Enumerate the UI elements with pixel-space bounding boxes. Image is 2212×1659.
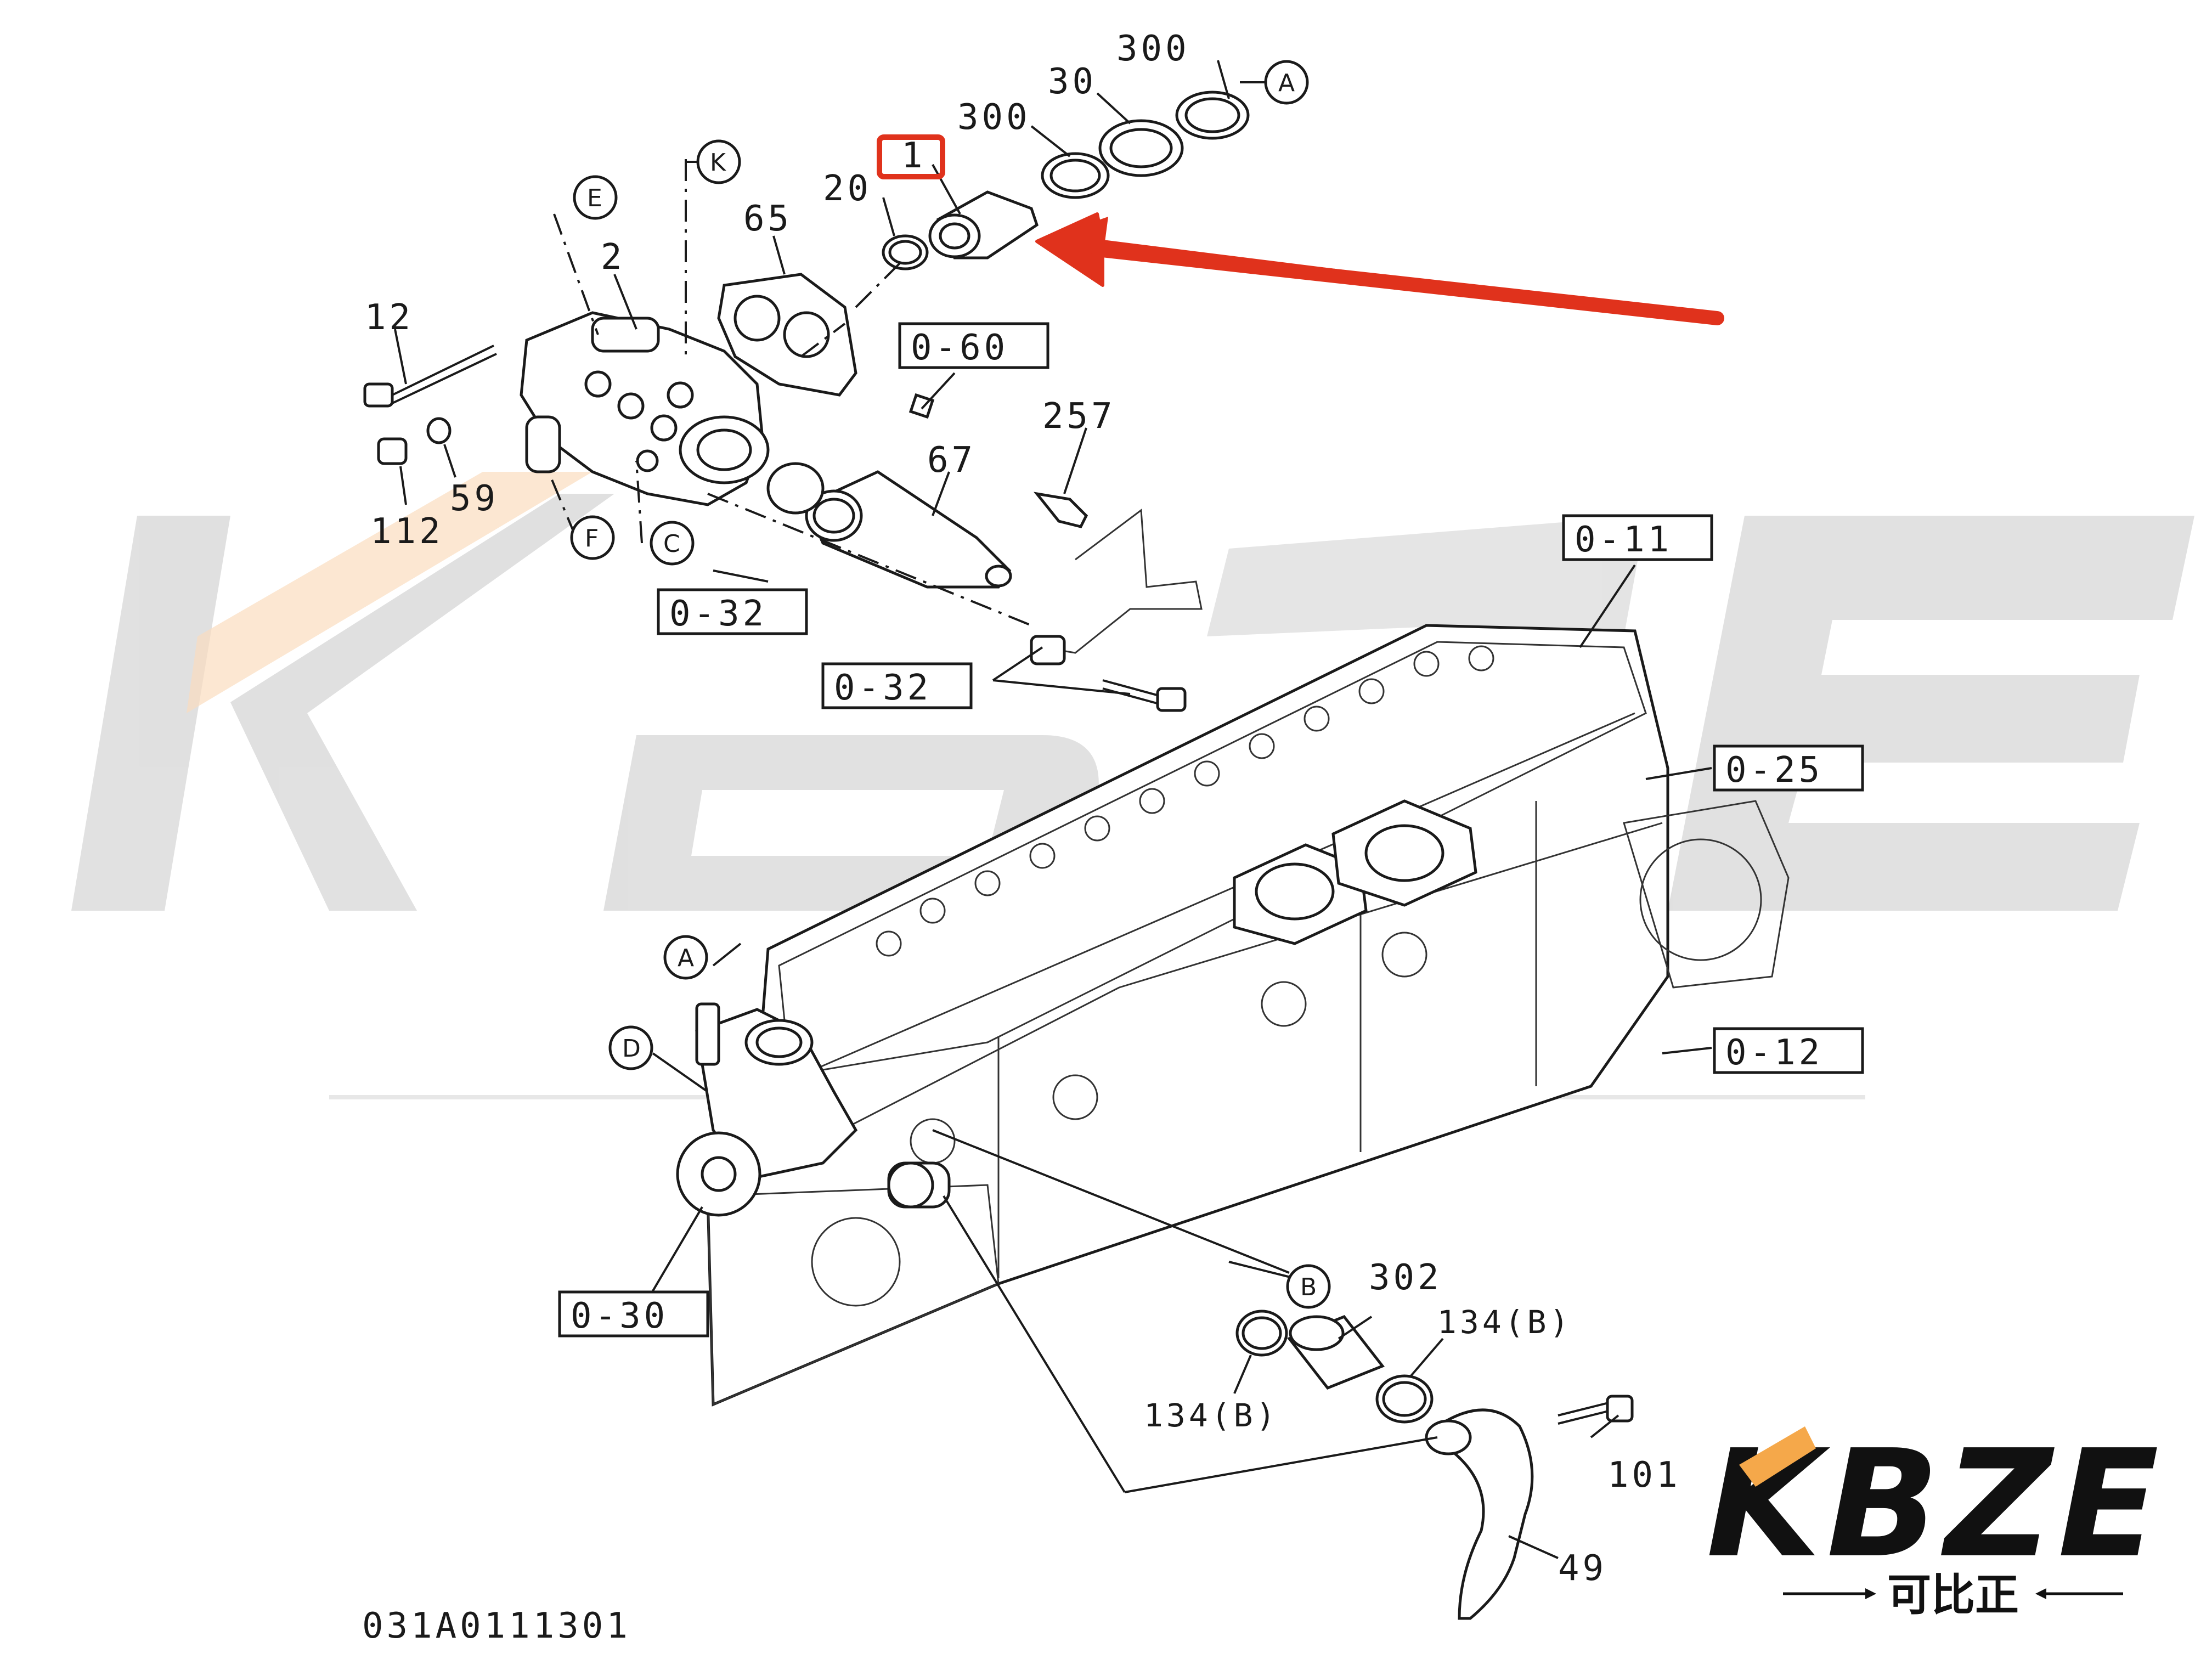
highlight-arrow [1035,212,1724,325]
circle-ref-f: F [585,524,599,552]
ref-0-32-a: 0-32 [669,594,767,634]
ref-0-11: 0-11 [1575,520,1672,560]
circle-ref-a-mid: A [678,944,694,972]
label-101: 101 [1607,1455,1681,1496]
label-12: 12 [365,297,414,338]
diagram-code: 031A0111301 [362,1606,631,1646]
label-67: 67 [927,440,976,481]
label-300-top: 300 [1116,29,1190,69]
label-1: 1 [901,136,926,176]
brand-logo-tagline: 可比正 [1887,1570,2019,1621]
label-65: 65 [743,199,792,239]
lower-hoses [1235,1310,1634,1620]
brand-logo: KBZE 可比正 [1706,1418,2164,1621]
label-2: 2 [601,237,625,278]
circle-ref-c: C [663,530,680,558]
circle-ref-b: B [1300,1273,1317,1301]
label-134b-left: 134(B) [1144,1397,1279,1434]
circle-ref-a-top: A [1278,69,1295,97]
bolts-upper [363,345,497,465]
label-302: 302 [1369,1257,1442,1298]
label-30: 30 [1048,61,1097,102]
label-112: 112 [370,511,444,552]
circle-ref-k: K [710,149,726,177]
leader-lines [394,60,1712,1559]
ref-0-25: 0-25 [1725,750,1823,791]
circle-ref-d: D [622,1035,641,1063]
label-134b-right: 134(B) [1437,1304,1572,1341]
reference-boxes: 0-60 0-32 0-32 0-11 0-25 0-12 0-30 [558,322,1864,1338]
circle-ref-e: E [587,184,602,212]
engine-block [706,624,1790,1407]
ref-0-12: 0-12 [1725,1032,1823,1073]
thermostat-housing [520,311,770,506]
label-20: 20 [823,168,872,209]
label-300: 300 [957,97,1031,138]
water-pump [676,1002,951,1217]
label-257: 257 [1042,396,1116,437]
gasket-65 [717,273,857,397]
ref-0-30: 0-30 [571,1296,668,1336]
label-59: 59 [450,478,499,519]
ref-0-32-b: 0-32 [834,668,932,708]
label-1-highlight [877,134,945,179]
label-49: 49 [1558,1548,1607,1589]
circle-references: A K E F C A D B [570,60,1331,1309]
ref-0-60: 0-60 [911,328,1008,368]
pipe-67 [766,393,1203,712]
thermostat-assembly [882,91,1250,270]
part-number-labels: 300 30 300 1 20 65 2 12 59 112 67 257 30… [365,29,1681,1589]
brand-logo-name: KBZE [1706,1418,2164,1590]
